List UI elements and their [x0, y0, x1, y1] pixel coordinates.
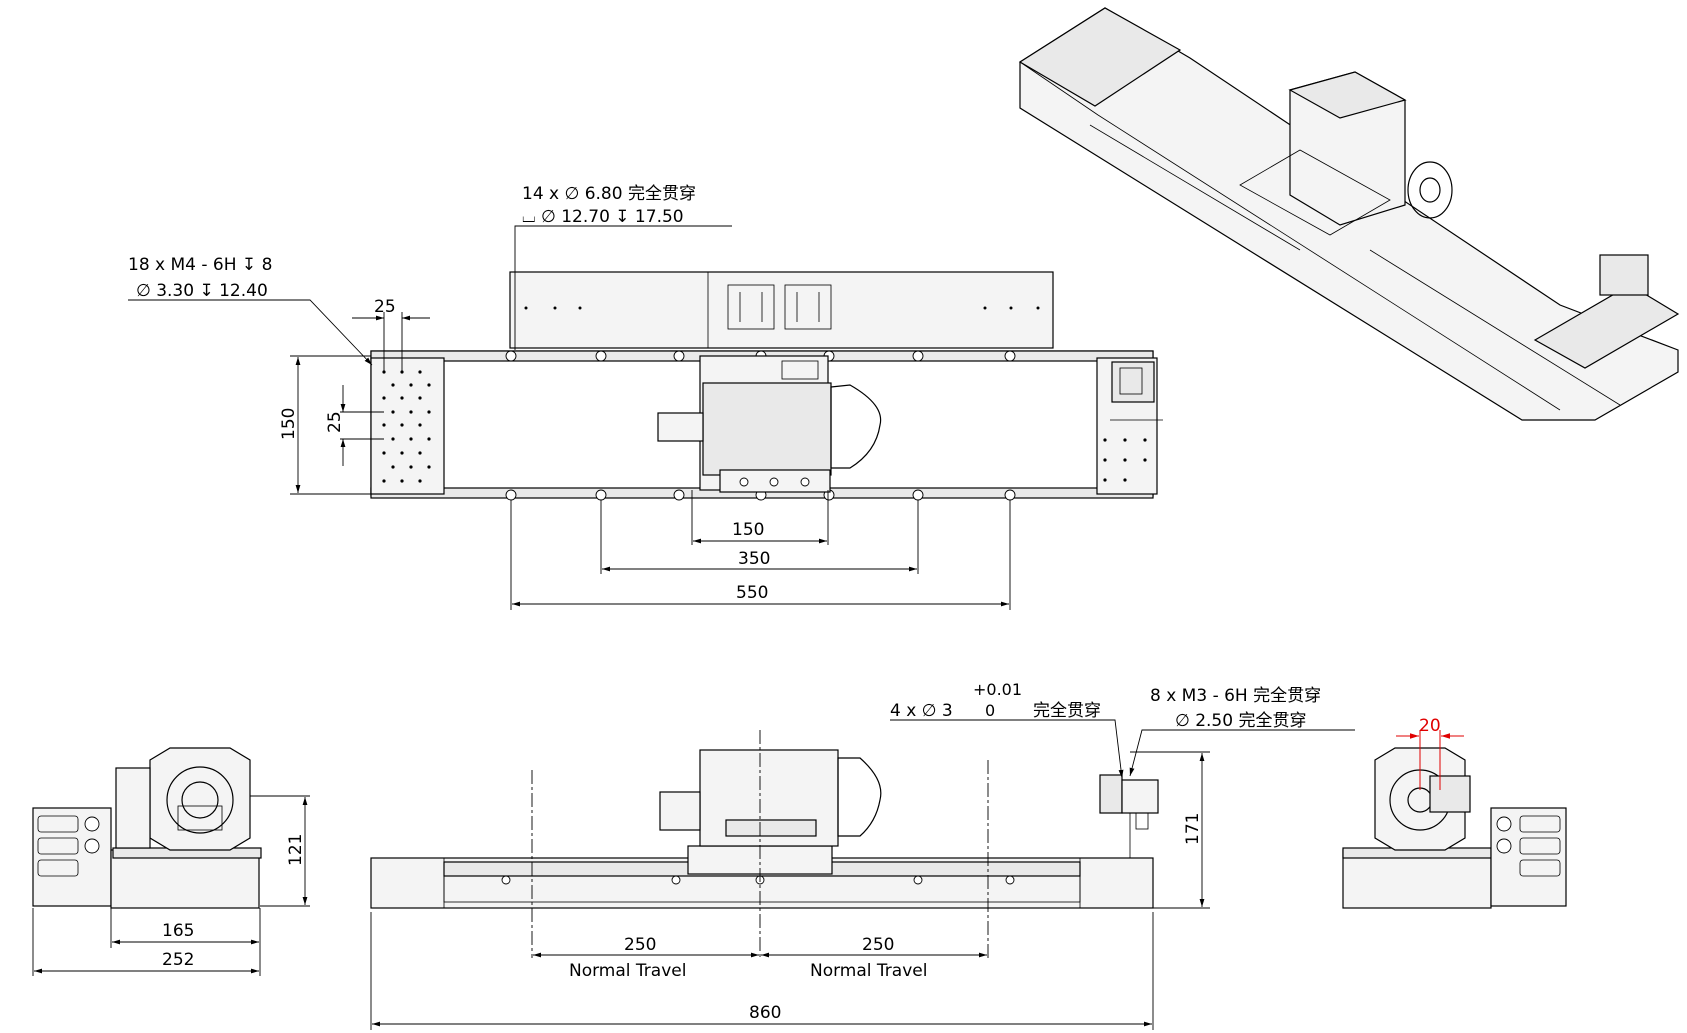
- dimension-550: 550: [510, 500, 1011, 610]
- threaded-hole-pattern: [382, 370, 431, 483]
- dimension-150-carriage: 150: [691, 490, 829, 545]
- dimension-150-height: 150: [279, 355, 371, 495]
- dimension-121: 121: [250, 795, 310, 907]
- dimension-value: 250: [624, 935, 656, 955]
- callout-left-threads: 18 x M4 - 6H ↧ 8 ∅ 3.30 ↧ 12.40: [128, 255, 373, 366]
- front-view: 4 x ∅ 3 +0.01 0 完全贯穿 8 x M3 - 6H 完全贯穿 ∅ …: [370, 680, 1355, 1030]
- travel-label: Normal Travel: [810, 961, 927, 981]
- dimension-value: 350: [738, 549, 770, 569]
- dimension-value: 25: [374, 297, 396, 317]
- callout-line: ⌴ ∅ 12.70 ↧ 17.50: [522, 207, 684, 227]
- dimension-value: 250: [862, 935, 894, 955]
- dimension-value: 20: [1419, 716, 1441, 736]
- top-view: 14 x ∅ 6.80 完全贯穿 ⌴ ∅ 12.70 ↧ 17.50 18 x …: [128, 184, 1163, 610]
- dimension-value: 171: [1183, 813, 1203, 845]
- dimension-171: 171: [1130, 751, 1210, 909]
- callout-line: 4 x ∅ 3: [890, 701, 953, 721]
- limit-sensor-top: [1110, 361, 1163, 421]
- callout-line: 18 x M4 - 6H ↧ 8: [128, 255, 272, 275]
- dimension-25-y: 25: [325, 385, 384, 466]
- dimension-value: 25: [325, 411, 345, 433]
- dimension-value: 150: [732, 520, 764, 540]
- dimension-travel-right: 250 Normal Travel: [761, 935, 987, 981]
- carriage-top: [657, 355, 882, 493]
- right-end-view: 20: [1342, 716, 1567, 909]
- limit-sensor-front: [1099, 774, 1159, 858]
- left-end-view: 121 165 252: [32, 747, 310, 976]
- callout-top-holes: 14 x ∅ 6.80 完全贯穿 ⌴ ∅ 12.70 ↧ 17.50: [514, 184, 732, 350]
- dimension-20: 20: [1396, 716, 1464, 790]
- travel-label: Normal Travel: [569, 961, 686, 981]
- callout-line: ∅ 2.50 完全贯穿: [1175, 711, 1306, 731]
- top-plate-brackets: [727, 284, 832, 330]
- callout-m3-threads: 8 x M3 - 6H 完全贯穿 ∅ 2.50 完全贯穿: [1129, 686, 1355, 777]
- dimension-25-x: 25: [352, 297, 430, 372]
- tolerance-lower: 0: [985, 701, 995, 720]
- dimension-travel-left: 250 Normal Travel: [533, 935, 759, 981]
- dimension-value: 150: [279, 408, 299, 440]
- dimension-165: 165: [110, 908, 261, 948]
- callout-line: 14 x ∅ 6.80 完全贯穿: [522, 184, 696, 204]
- dimension-value: 860: [749, 1003, 781, 1023]
- callout-line: 完全贯穿: [1033, 701, 1101, 721]
- isometric-view: [1018, 7, 1680, 421]
- tolerance-upper: +0.01: [973, 680, 1022, 699]
- dimension-value: 165: [162, 921, 194, 941]
- callout-pin-holes: 4 x ∅ 3 +0.01 0 完全贯穿: [890, 680, 1124, 779]
- dimension-value: 121: [286, 834, 306, 866]
- rail-holes: [505, 350, 1016, 501]
- callout-line: 8 x M3 - 6H 完全贯穿: [1150, 686, 1321, 706]
- dimension-value: 252: [162, 950, 194, 970]
- dimension-252: 252: [32, 908, 261, 976]
- dimension-value: 550: [736, 583, 768, 603]
- callout-line: ∅ 3.30 ↧ 12.40: [136, 281, 268, 301]
- dimension-860: 860: [370, 912, 1154, 1030]
- dimension-350: 350: [600, 500, 919, 574]
